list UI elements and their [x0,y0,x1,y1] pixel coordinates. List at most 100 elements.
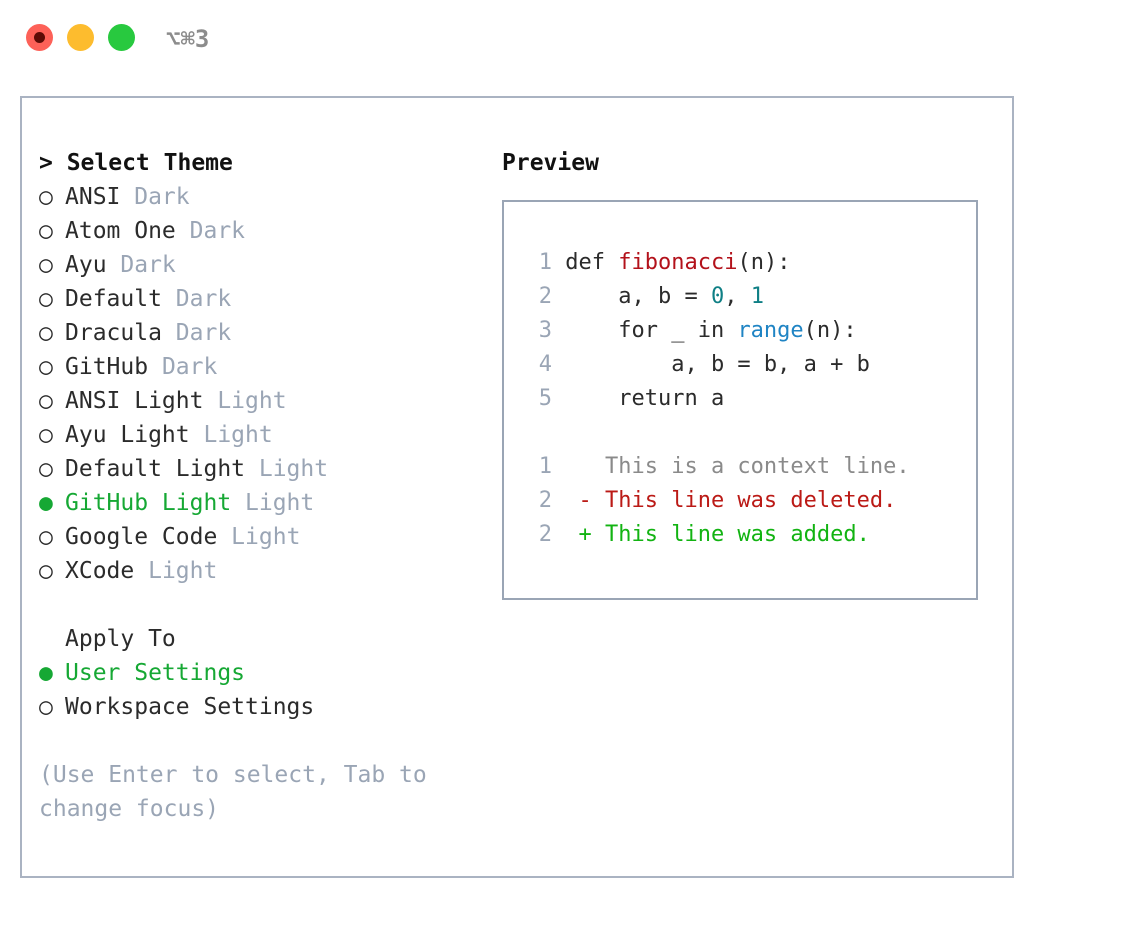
radio-unselected-icon: ○ [39,422,53,448]
line-number: 2 [538,284,552,309]
radio-unselected-icon: ○ [39,320,53,346]
radio-unselected-icon: ○ [39,558,53,584]
diff-sample: 1 This is a context line.2 - This line w… [524,450,976,552]
theme-category-tag: Dark [120,184,190,210]
theme-list-item[interactable]: ○Ayu Dark [39,248,489,282]
theme-list-item[interactable]: ○ Google Code Light [39,520,489,554]
theme-list-item[interactable]: ○ Atom One Dark [39,214,489,248]
traffic-lights [26,24,135,51]
theme-name: GitHub Light [65,490,232,516]
radio-unselected-icon: ○ [39,354,53,380]
radio-unselected-icon: ○ [39,388,53,414]
line-number: 2 [538,522,552,547]
preview-column: Preview 1 def fibonacci(n):2 a, b = 0, 1… [502,146,1002,600]
theme-selector-column: > Select Theme ○ANSI Dark○Atom One Dark○… [39,146,489,826]
radio-selected-icon: ● [39,490,53,516]
section-spacer [39,588,489,622]
theme-category-tag: Dark [161,320,232,346]
theme-category-tag: Light [203,388,287,414]
keyboard-shortcut-label: ⌥⌘3 [166,25,210,53]
line-number: 1 [538,454,552,479]
diff-text-add: + This line was added. [552,522,870,547]
content-panel: > Select Theme ○ANSI Dark○Atom One Dark○… [20,96,1014,878]
code-token-plain: , [724,284,751,309]
code-token-plain: (n): [803,318,857,343]
theme-category-tag: Dark [148,354,218,380]
code-text: return a [552,386,724,411]
theme-list-item[interactable]: ○ XCode Light [39,554,489,588]
apply-to-list[interactable]: ● User Settings ○ Workspace Settings [39,656,489,724]
theme-name: Google Code [65,524,218,550]
radio-unselected-icon: ○ [39,218,53,244]
theme-category-tag: Light [245,456,329,482]
apply-to-item[interactable]: ● User Settings [39,656,489,690]
theme-name: Ayu [65,252,107,278]
code-line: 1 def fibonacci(n): [524,246,976,280]
theme-name: Default [65,286,162,312]
theme-category-tag: Light [134,558,218,584]
code-text: a, b = 0, 1 [552,284,764,309]
theme-list-item[interactable]: ○ GitHub Dark [39,350,489,384]
columns-layout: > Select Theme ○ANSI Dark○Atom One Dark○… [22,98,1012,876]
theme-name: ANSI [65,184,121,210]
radio-unselected-icon: ○ [39,456,53,482]
apply-to-label: Workspace Settings [65,694,315,720]
code-text: a, b = b, a + b [552,352,870,377]
code-text: def fibonacci(n): [552,250,790,275]
code-token-plain: for _ in [565,318,738,343]
line-number: 3 [538,318,552,343]
theme-list-item[interactable]: ○ Dracula Dark [39,316,489,350]
title-bar: ⌥⌘3 [0,0,1140,80]
radio-selected-icon: ● [39,660,53,686]
theme-name: GitHub [65,354,149,380]
radio-unselected-icon: ○ [39,524,53,550]
close-button-icon[interactable] [26,24,53,51]
select-theme-header: > Select Theme [39,150,233,176]
theme-list[interactable]: ○ANSI Dark○Atom One Dark○Ayu Dark○Defaul… [39,180,489,588]
line-number: 1 [538,250,552,275]
code-token-builtin: range [737,318,804,343]
apply-to-header: Apply To [65,626,176,652]
theme-list-item[interactable]: ● GitHub Light Light [39,486,489,520]
code-line: 2 a, b = 0, 1 [524,280,976,314]
diff-text-del: - This line was deleted. [552,488,897,513]
radio-unselected-icon: ○ [39,184,53,210]
apply-to-label: User Settings [65,660,246,686]
theme-list-item[interactable]: ○Default Dark [39,282,489,316]
code-token-plain: return a [565,386,725,411]
theme-name: Atom One [65,218,176,244]
theme-name: Dracula [65,320,162,346]
code-token-num: 1 [750,284,764,309]
theme-name: Ayu Light [65,422,190,448]
diff-line: 1 This is a context line. [524,450,976,484]
code-text: for _ in range(n): [552,318,857,343]
radio-unselected-icon: ○ [39,694,53,720]
code-line: 3 for _ in range(n): [524,314,976,348]
radio-unselected-icon: ○ [39,252,53,278]
keyboard-hint-text: (Use Enter to select, Tab to change focu… [39,762,427,822]
theme-name: ANSI Light [65,388,204,414]
code-token-plain: a, b = [565,284,711,309]
diff-line: 2 - This line was deleted. [524,484,976,518]
code-token-plain: a, b = b, a + b [565,352,870,377]
code-line: 4 a, b = b, a + b [524,348,976,382]
theme-category-tag: Light [231,490,315,516]
theme-list-item[interactable]: ○ ANSI Dark [39,180,489,214]
theme-list-item[interactable]: ○ Ayu Light Light [39,418,489,452]
apply-to-item[interactable]: ○ Workspace Settings [39,690,489,724]
theme-category-tag: Dark [175,218,246,244]
minimize-button-icon[interactable] [67,24,94,51]
code-line: 5 return a [524,382,976,416]
theme-name: XCode [65,558,135,584]
theme-list-item[interactable]: ○Default Light Light [39,452,489,486]
diff-text-ctx: This is a context line. [552,454,910,479]
theme-category-tag: Light [189,422,273,448]
maximize-button-icon[interactable] [108,24,135,51]
code-token-func: fibonacci [618,250,738,275]
code-token-num: 0 [710,284,725,309]
theme-category-tag: Light [217,524,301,550]
theme-category-tag: Dark [161,286,232,312]
theme-list-item[interactable]: ○ ANSI Light Light [39,384,489,418]
